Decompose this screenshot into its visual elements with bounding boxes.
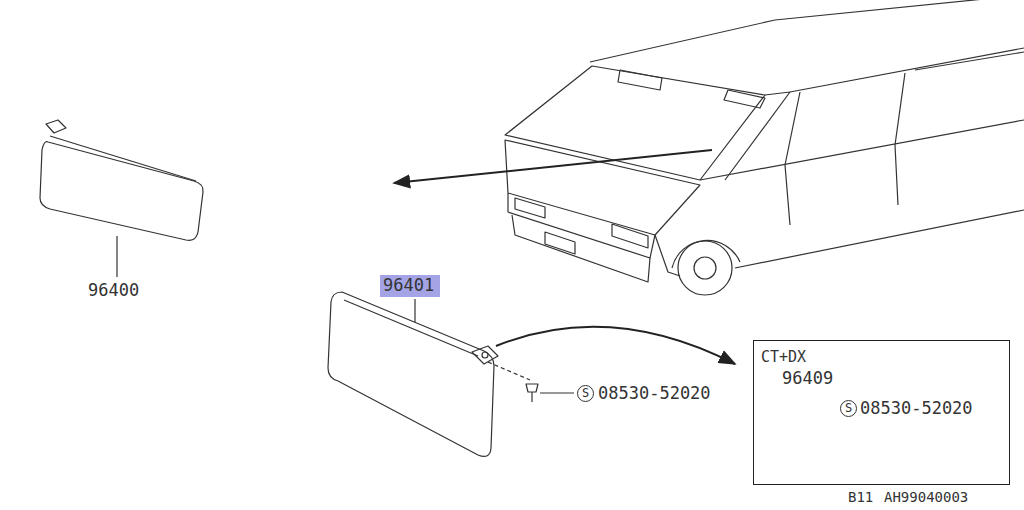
highlight-box: 96401	[380, 275, 440, 297]
part-number: 08530-52020	[860, 398, 973, 418]
pointer-arrow	[394, 150, 712, 183]
page-code: B11	[848, 489, 873, 505]
standard-part-symbol: S	[840, 400, 857, 417]
standard-part-symbol: S	[577, 385, 594, 402]
part-number: 96409	[782, 368, 833, 388]
sun-visor	[40, 120, 203, 277]
sun-visor	[328, 292, 735, 456]
figure-code: AH99040003	[884, 489, 968, 505]
variant-label: CT+DX	[761, 347, 1002, 367]
car-drawing	[505, 0, 1024, 295]
part-number: 08530-52020	[598, 383, 711, 403]
part-number: 96401	[383, 275, 437, 295]
part-number: 96400	[88, 280, 139, 300]
